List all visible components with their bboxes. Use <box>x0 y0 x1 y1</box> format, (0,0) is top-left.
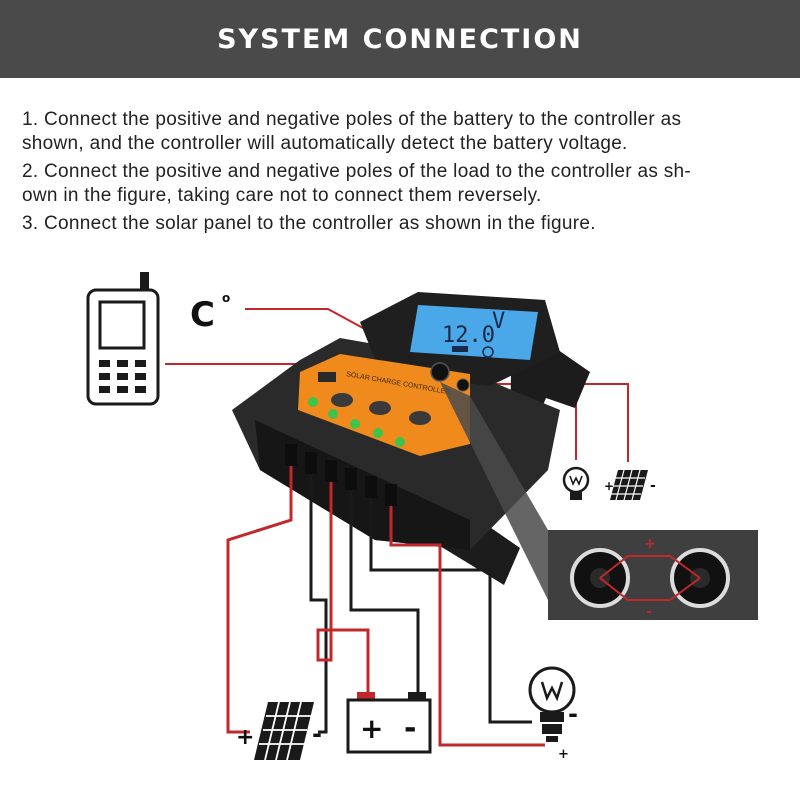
page-title: SYSTEM CONNECTION <box>217 23 583 55</box>
battery-icon: + - <box>346 692 432 754</box>
instruction-3: 3. Connect the solar panel to the contro… <box>22 212 792 236</box>
instruction-line: 3. Connect the solar panel to the contro… <box>22 213 596 234</box>
lcd-reading: 12.0 <box>442 323 495 348</box>
bulb-minus: - <box>568 700 578 728</box>
port-plus: + <box>644 536 656 552</box>
small-solar-panel-icon: + - <box>604 469 656 501</box>
wiring <box>226 466 545 747</box>
phone-icon <box>86 272 160 406</box>
instruction-2: 2. Connect the positive and negative pol… <box>22 160 792 208</box>
small-panel-minus: - <box>650 478 656 494</box>
degree-symbol: o <box>222 291 230 305</box>
small-panel-plus: + <box>604 479 614 493</box>
instruction-1: 1. Connect the positive and negative pol… <box>22 108 792 156</box>
charge-controller: 12.0 V SOLAR CHARGE CONTROLLER <box>232 292 590 585</box>
port-minus: - <box>646 604 652 620</box>
battery-minus: - <box>404 711 416 746</box>
instruction-line: own in the figure, taking care not to co… <box>22 185 542 206</box>
small-bulb-icon <box>562 466 590 500</box>
instruction-line: 2. Connect the positive and negative pol… <box>22 161 692 182</box>
header-bar: SYSTEM CONNECTION <box>0 0 800 78</box>
instruction-line: shown, and the controller will automatic… <box>22 133 628 154</box>
solar-minus: - <box>312 720 322 748</box>
lcd-unit: V <box>492 309 505 334</box>
solar-panel-icon: + - <box>236 701 322 761</box>
bulb-plus: + <box>558 747 569 762</box>
port-zoom-callout: + - <box>440 382 758 620</box>
instruction-line: 1. Connect the positive and negative pol… <box>22 109 682 130</box>
solar-plus: + <box>236 725 254 750</box>
instructions: 1. Connect the positive and negative pol… <box>22 108 792 240</box>
temperature-label: C <box>190 295 215 335</box>
light-bulb-icon: - + <box>528 666 578 762</box>
battery-plus: + <box>360 712 383 745</box>
